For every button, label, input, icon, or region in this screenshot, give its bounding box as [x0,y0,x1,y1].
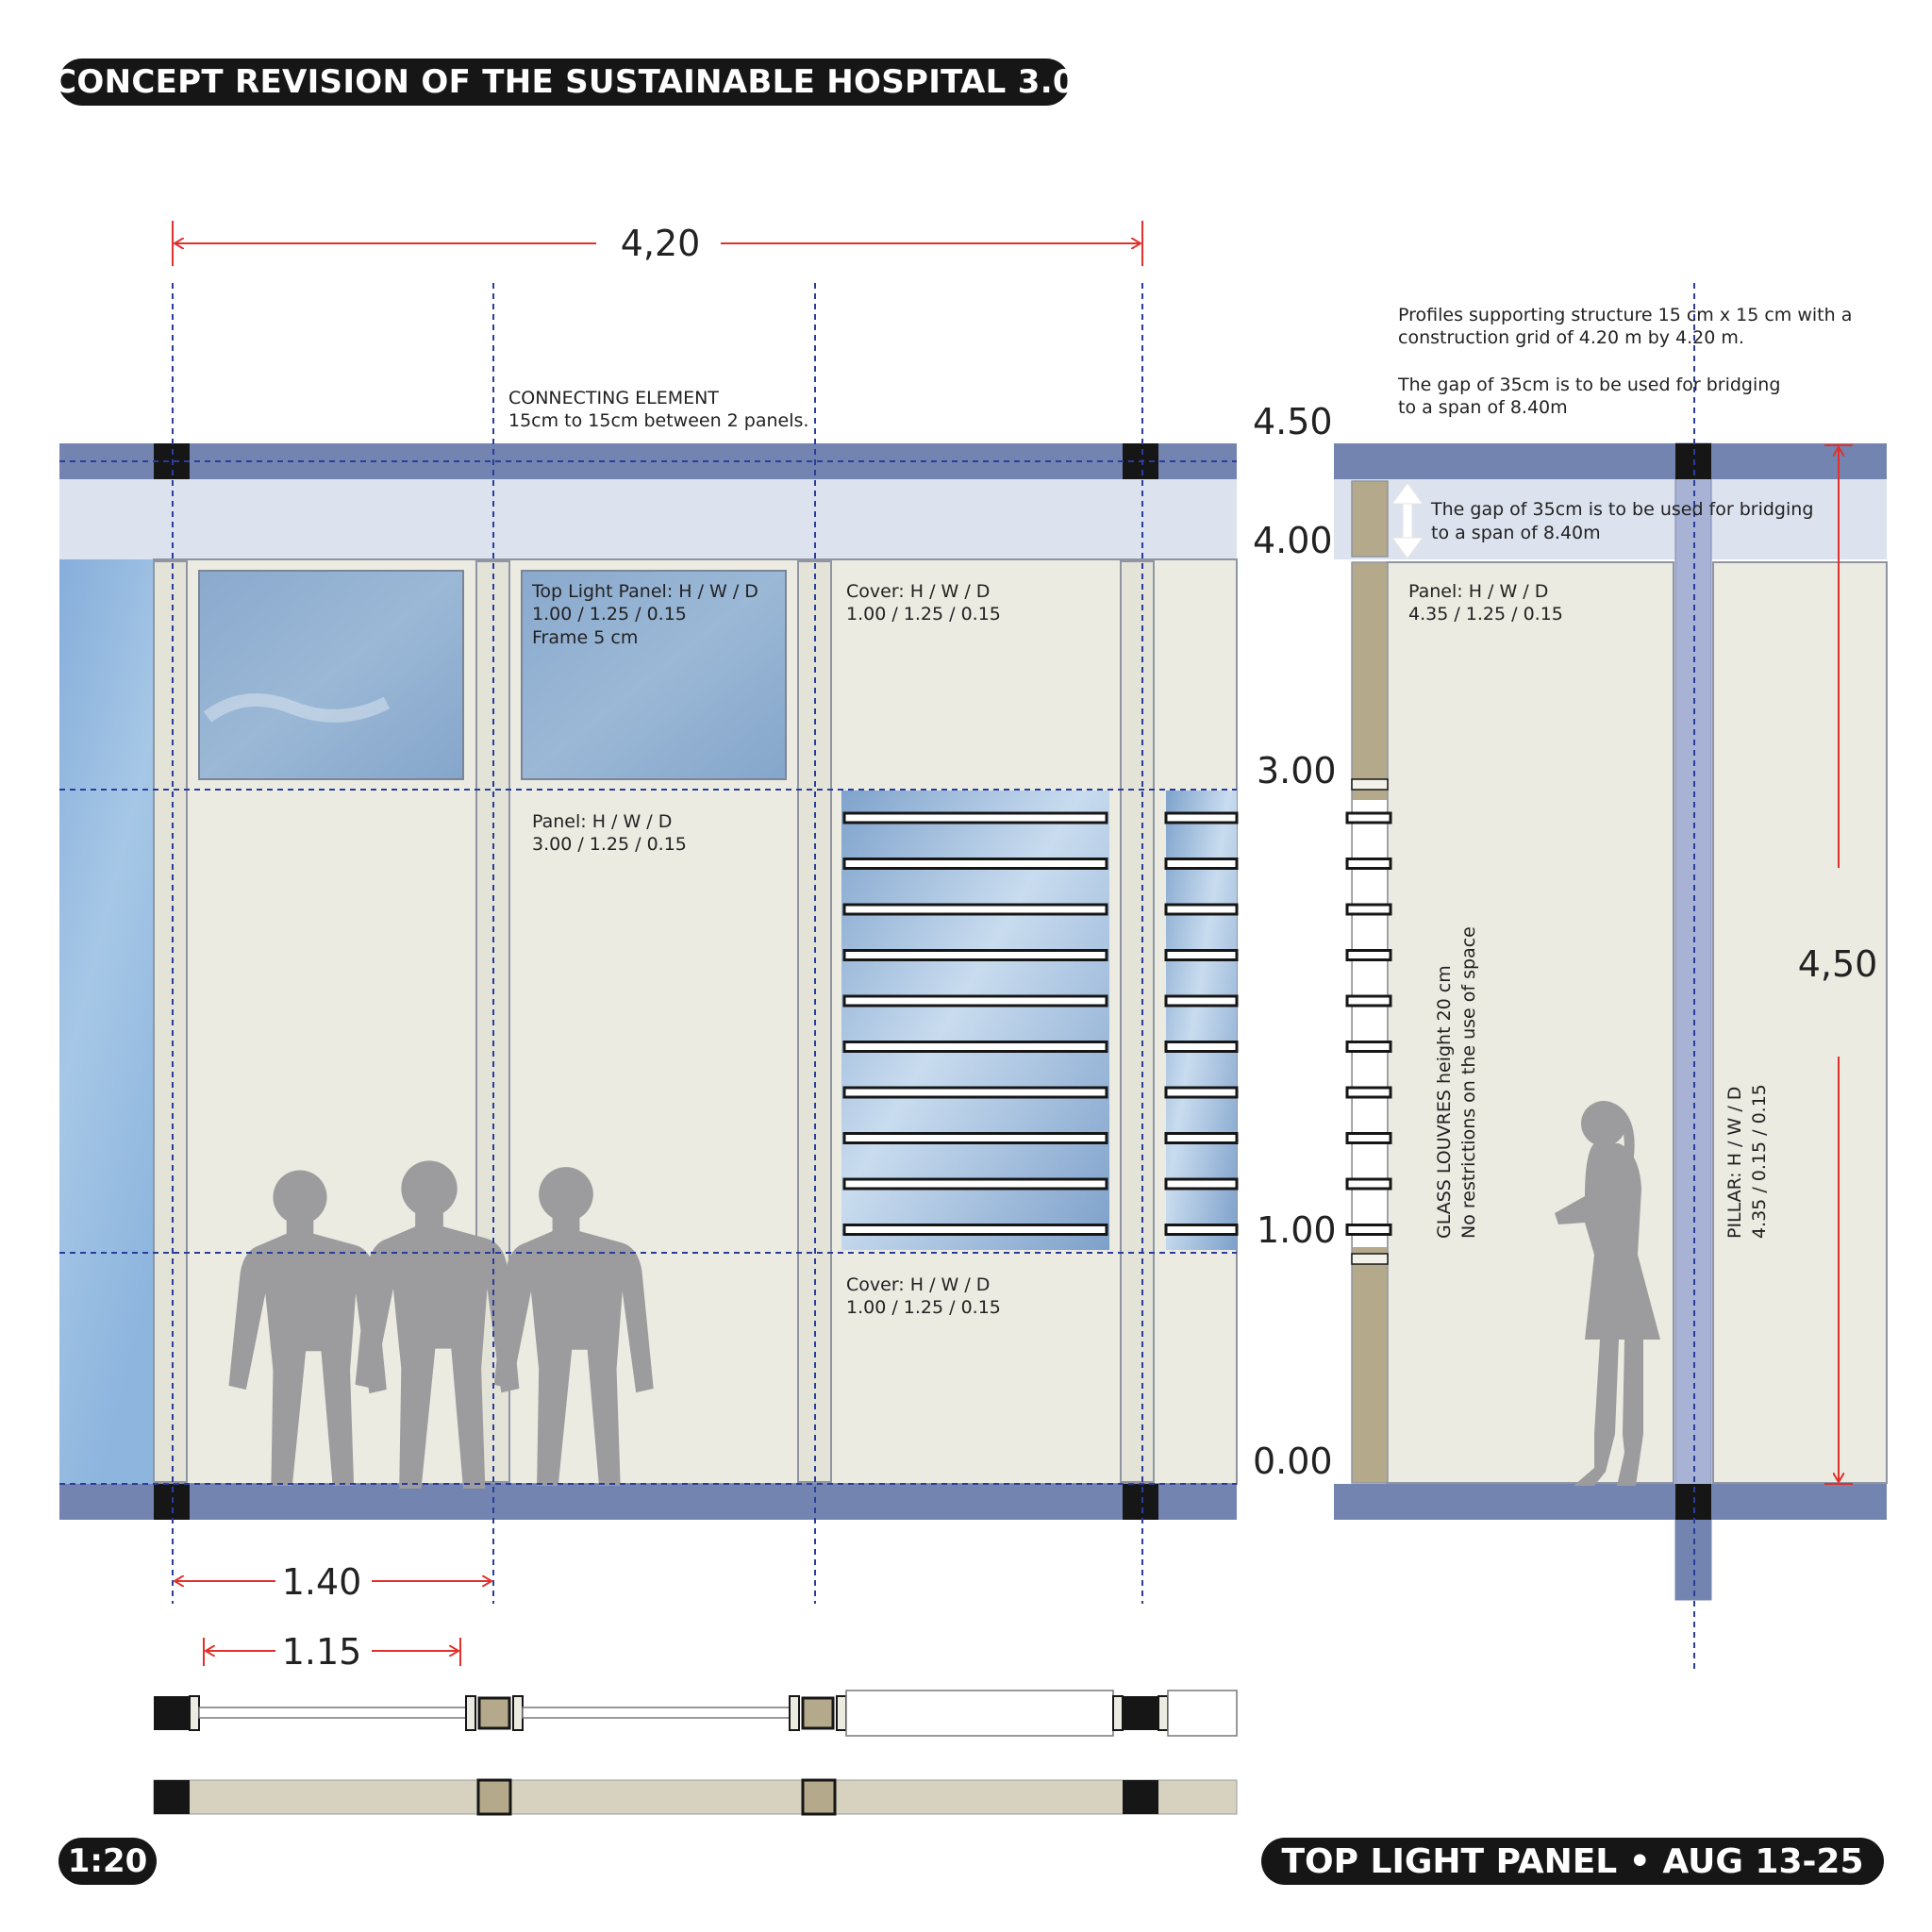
section-panel-right [1712,561,1888,1484]
louvre-slat [1164,903,1239,916]
note-pillar-1: PILLAR: H / W / D [1724,1087,1745,1239]
section-upper-band [1334,479,1887,559]
page-title: CONCEPT REVISION OF THE SUSTAINABLE HOSP… [53,58,1075,106]
louvre-slat [842,1224,1108,1236]
note-panel-mid-1: Panel: H / W / D [532,811,672,832]
dimension-section-height: 4,50 [1798,444,1878,1485]
note-pillar-2: 4.35 / 0.15 / 0.15 [1749,1084,1770,1239]
top-light-window-1 [198,570,464,780]
section-bottom-beam [1334,1484,1887,1520]
note-gap-inside-1: The gap of 35cm is to be used for bridgi… [1430,499,1813,520]
dimension-panel-spacing: 1.40 [175,1561,491,1603]
louvre-slat [1164,1041,1239,1053]
plan-detail-upper [154,1690,1238,1737]
gap-arrow-icon [1391,482,1424,559]
note-profiles-2: construction grid of 4.20 m by 4.20 m. [1398,327,1744,348]
louvre-slat [1164,1177,1239,1191]
louvre-slat [842,811,1108,824]
note-panel-mid-2: 3.00 / 1.25 / 0.15 [532,834,687,855]
label-panel-spacing: 1.40 [282,1561,362,1603]
section-notes: Profiles supporting structure 15 cm x 15… [1397,305,1852,1239]
note-top-light-3: Frame 5 cm [532,627,638,648]
louvre-slat [842,994,1108,1008]
note-glass-louvres-2: No restrictions on the use of space [1458,926,1479,1239]
upper-band [59,479,1237,559]
louvre-slat [1164,949,1239,961]
note-gap-inside-2: to a span of 8.40m [1431,523,1601,543]
note-panel-section-1: Panel: H / W / D [1408,581,1548,602]
louvre-slat [842,858,1108,870]
louvre-slat [1164,1132,1239,1144]
level-3-00: 3.00 [1257,750,1337,791]
louvre-section-glass [1353,800,1387,1247]
section-top-beam [1334,443,1887,479]
louvre-slat [1164,1086,1239,1099]
note-glass-louvres-1: GLASS LOUVRES height 20 cm [1434,965,1455,1239]
elevation-notes: CONNECTING ELEMENT 15cm to 15cm between … [508,388,1001,1318]
dimension-grid-span: 4,20 [172,221,1143,266]
bottom-beam [59,1484,1237,1520]
scale-badge: 1:20 [58,1838,157,1885]
top-light-window-2 [521,570,787,780]
note-cover-bottom-1: Cover: H / W / D [846,1274,990,1295]
label-section-height: 4,50 [1798,943,1878,985]
louvre-slat [842,1132,1108,1144]
level-4-00: 4.00 [1253,520,1333,561]
louvre-slat [842,903,1108,916]
level-labels: 4.50 4.00 3.00 1.00 0.00 [1253,401,1337,1482]
dimension-panel-width: 1.15 [203,1631,461,1673]
louvre-slats [842,811,1239,1236]
note-connecting-title: CONNECTING ELEMENT [508,388,719,408]
grid-lines [59,283,1237,1604]
note-top-light-2: 1.00 / 1.25 / 0.15 [532,604,687,625]
louvre-slat [842,949,1108,961]
facade-elevation [59,283,1239,1604]
louvre-section-slat [1345,1132,1392,1144]
cloud [203,693,391,723]
level-0-00: 0.00 [1253,1441,1333,1482]
louvre-slat [1164,811,1239,824]
label-panel-width: 1.15 [282,1631,362,1673]
louvre-section-slat [1345,1177,1392,1191]
note-cover-top-2: 1.00 / 1.25 / 0.15 [846,604,1001,625]
note-profiles-1: Profiles supporting structure 15 cm x 15… [1398,305,1852,325]
louvre-section-slat [1345,811,1392,824]
louvre-section-slat [1345,994,1392,1008]
louvre-section-slat [1345,1041,1392,1053]
louvre-section-slat [1345,949,1392,961]
note-connecting-detail: 15cm to 15cm between 2 panels. [508,410,808,431]
label-grid-span: 4,20 [621,223,701,264]
louvre-section-slat [1345,1086,1392,1099]
note-gap-top-2: to a span of 8.40m [1398,397,1568,418]
louvre-section-slat [1345,1224,1392,1236]
sheet-title: TOP LIGHT PANEL • AUG 13-25 [1261,1838,1884,1885]
sky-background [59,559,154,1493]
note-top-light-1: Top Light Panel: H / W / D [531,581,758,602]
louvre-slat [842,1041,1108,1053]
note-panel-section-2: 4.35 / 1.25 / 0.15 [1408,604,1563,625]
note-cover-bottom-2: 1.00 / 1.25 / 0.15 [846,1297,1001,1318]
louvre-section-slat [1345,903,1392,916]
louvre-slat [842,1177,1108,1191]
facade-section: 4,50 [1334,283,1888,1672]
louvre-slat [1164,1224,1239,1236]
profile-top [1351,480,1389,558]
louvre-slat [1164,858,1239,870]
level-4-50: 4.50 [1253,401,1333,442]
note-cover-top-1: Cover: H / W / D [846,581,990,602]
level-1-00: 1.00 [1257,1209,1337,1251]
louvre-section-slat [1345,858,1392,870]
person-silhouette-section [1555,1101,1660,1486]
louvre-section-slats [1345,811,1392,1236]
plan-detail-lower [153,1778,1238,1816]
louvre-slat [1164,994,1239,1008]
note-gap-top-1: The gap of 35cm is to be used for bridgi… [1397,375,1780,395]
louvre-slat [842,1086,1108,1099]
